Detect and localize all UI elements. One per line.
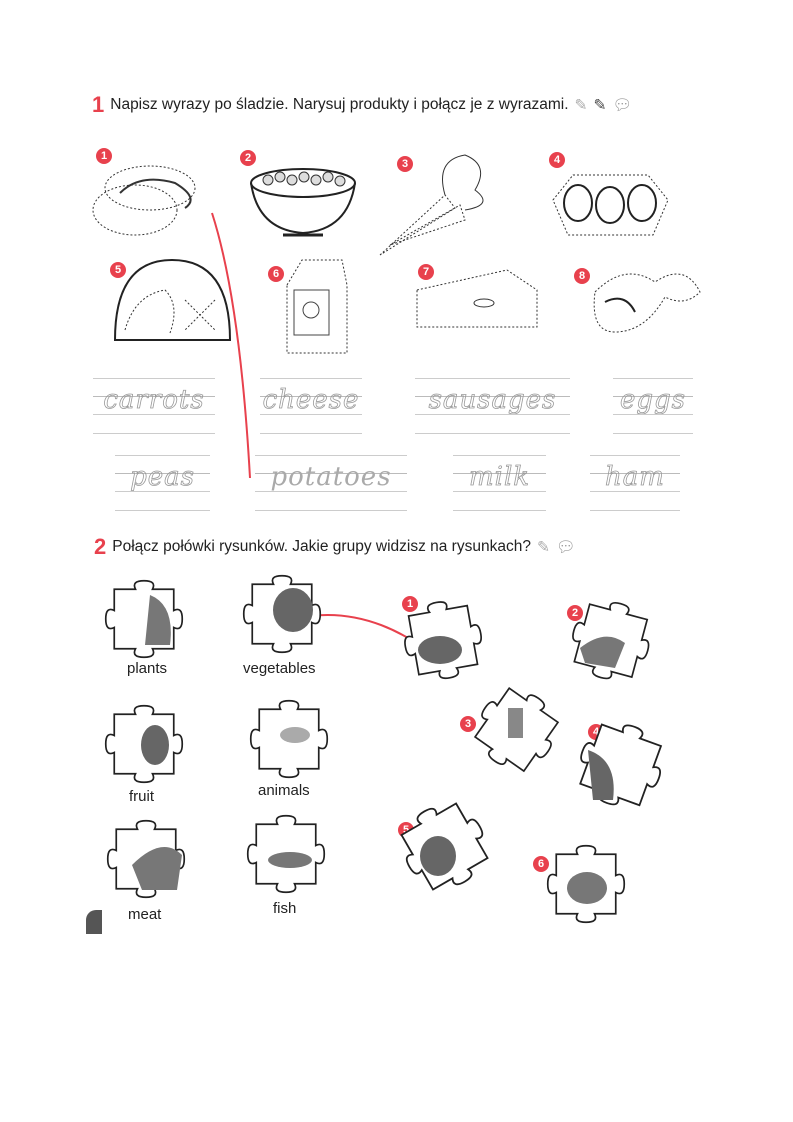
puzzle-half[interactable] [249,699,335,779]
tracing-line: peas [115,455,210,511]
tracing-word: peas [130,462,195,493]
tracing-word: eggs [619,385,687,416]
piece-number: 3 [460,716,476,732]
speech-bubble-icon: 💬︎ [612,96,633,114]
tracing-word: sausages [428,385,557,416]
group-label: vegetables [243,660,316,677]
ham-cloche-picture [113,258,232,341]
exercise-number: 2 [94,534,107,559]
eggs-picture [552,174,669,236]
tracing-word: carrots [103,385,205,416]
tracing-line: ham [590,455,680,511]
exercise-instruction: Połącz połówki rysunków. Jakie grupy wid… [112,538,531,555]
puzzle-half[interactable] [246,814,332,894]
tracing-line: potatoes [255,455,407,511]
piece-number: 6 [533,856,549,872]
exercise-2-heading: 2 Połącz połówki rysunków. Jakie grupy w… [94,534,576,560]
group-label: fruit [129,788,155,805]
picture-number: 2 [240,150,256,166]
tracing-line: sausages [415,378,570,434]
tracing-line: carrots [93,378,215,434]
picture-number: 4 [549,152,565,168]
picture-number: 6 [268,266,284,282]
picture-number: 7 [418,264,434,280]
puzzle-piece[interactable] [397,594,495,686]
puzzle-piece[interactable] [567,712,674,818]
puzzle-half[interactable] [106,819,192,899]
speech-bubble-icon: 💬︎ [555,538,576,556]
picture-number: 8 [574,268,590,284]
pencil-icon: ✎ [574,96,588,114]
traced-word: potatoes [270,462,392,492]
page-corner-tab [86,910,102,934]
picture-number: 3 [397,156,413,172]
potatoes-picture [92,165,196,236]
puzzle-piece[interactable] [462,675,571,784]
puzzle-half[interactable] [104,704,190,784]
puzzle-piece[interactable] [563,592,660,689]
cheese-picture [416,269,538,328]
tracing-word: milk [468,462,531,493]
tracing-line: eggs [613,378,693,434]
peas-bowl-picture [250,168,356,237]
piece-number: 1 [402,596,418,612]
exercise-1-heading: 1 Napisz wyrazy po śladzie. Narysuj prod… [92,92,632,118]
milk-carton-picture [286,259,348,354]
tracing-word: cheese [262,385,360,416]
pencil-icon: ✎ [536,538,550,556]
group-label: fish [273,900,297,917]
tracing-word: ham [605,462,665,493]
carrots-picture [379,154,484,256]
puzzle-half[interactable] [104,579,190,659]
group-label: meat [128,906,162,923]
tracing-line: milk [453,455,546,511]
exercise-number: 1 [92,92,105,117]
puzzle-piece[interactable] [546,844,637,925]
sausages-picture [593,273,701,333]
group-label: plants [127,660,168,677]
puzzle-piece[interactable] [388,790,501,903]
connection-line [211,212,251,479]
tracing-line: cheese [260,378,362,434]
piece-number: 2 [567,605,583,621]
puzzle-half[interactable] [242,574,328,654]
exercise-instruction: Napisz wyrazy po śladzie. Narysuj produk… [110,96,569,113]
pencil-icon: ✎ [593,96,607,114]
picture-number: 1 [96,148,112,164]
group-label: animals [258,782,310,799]
picture-number: 5 [110,262,126,278]
